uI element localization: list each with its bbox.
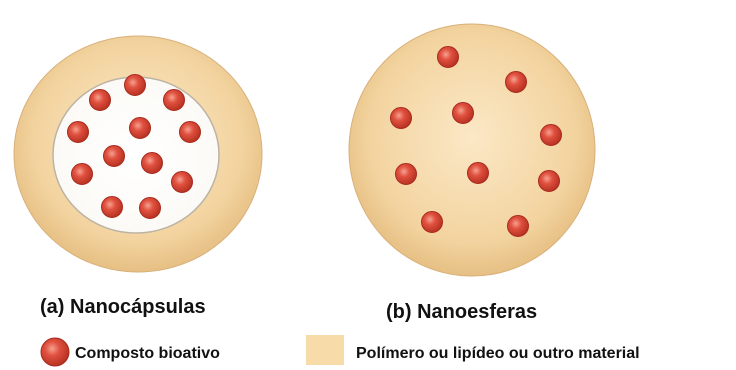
nanocapsule-bioactive-dot: [172, 172, 193, 193]
nanosphere-body: [349, 24, 595, 276]
legend-bioactive-label: Composto bioativo: [75, 345, 220, 363]
nanocapsule-bioactive-dot: [142, 153, 163, 174]
nanocapsule-bioactive-dot: [68, 122, 89, 143]
nanocapsule-bioactive-dot: [125, 75, 146, 96]
nanocapsule-bioactive-dot: [102, 197, 123, 218]
caption-nanospheres: (b) Nanoesferas: [386, 301, 537, 324]
nanocapsule-bioactive-dot: [72, 164, 93, 185]
nanocapsule-bioactive-dot: [140, 198, 161, 219]
caption-nanocapsules: (a) Nanocápsulas: [40, 296, 206, 319]
nanosphere-bioactive-dot: [438, 47, 459, 68]
nanosphere-bioactive-dot: [422, 212, 443, 233]
nanosphere-bioactive-dot: [508, 216, 529, 237]
nanocapsule-core: [53, 77, 219, 233]
nanocapsule-bioactive-dot: [104, 146, 125, 167]
legend-shell-label: Polímero ou lipídeo ou outro material: [356, 345, 640, 363]
nanosphere-bioactive-dot: [539, 171, 560, 192]
nanosphere-bioactive-dot: [468, 163, 489, 184]
nanosphere-bioactive-dot: [541, 125, 562, 146]
nanocapsule-bioactive-dot: [164, 90, 185, 111]
legend-bioactive-swatch: [41, 338, 69, 366]
nanocapsule: [14, 36, 262, 272]
legend-shell-swatch: [306, 335, 344, 365]
nanocapsule-bioactive-dot: [180, 122, 201, 143]
nanosphere: [349, 24, 595, 276]
nanosphere-bioactive-dot: [391, 108, 412, 129]
nanosphere-bioactive-dot: [396, 164, 417, 185]
nanocapsule-bioactive-dot: [130, 118, 151, 139]
nanocapsule-bioactive-dot: [90, 90, 111, 111]
nanosphere-bioactive-dot: [506, 72, 527, 93]
nanosphere-bioactive-dot: [453, 103, 474, 124]
